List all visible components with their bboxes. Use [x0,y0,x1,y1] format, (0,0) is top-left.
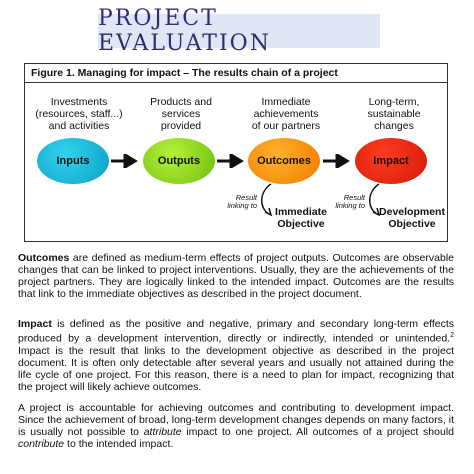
arrow-right-icon [217,154,244,168]
arrow-right-icon [323,154,350,168]
attribute-emphasis: attribute [143,426,182,438]
immediate-objective: Immediate Objective [275,206,327,230]
arrow-right-icon [111,154,138,168]
stage-label-outputs: Products and services provided [150,96,212,132]
contribute-emphasis: contribute [18,438,65,450]
outcomes-term: Outcomes [18,252,70,264]
outcomes-label: Outcomes [257,155,311,167]
title-banner: PROJECT EVALUATION [98,6,380,56]
results-chain-figure: Figure 1. Managing for impact – The resu… [24,63,448,242]
result-link-text-2: Result linking to [335,193,365,210]
account-text-b: impact to one project. All outcomes of a… [181,426,454,438]
outcomes-paragraph: Outcomes are defined as medium-term effe… [18,252,454,300]
development-objective: Development Objective [379,206,445,230]
outcomes-ellipse: Outcomes [248,138,320,184]
impact-term: Impact [18,318,52,330]
figure-title: Figure 1. Managing for impact – The resu… [31,67,338,79]
stage-label-outcomes: Immediate achievements of our partners [251,96,321,132]
impact-text-a: is defined as the positive and negative,… [18,318,454,345]
impact-ellipse: Impact [355,138,427,184]
account-text-a: A project is accountable for achieving o… [18,402,454,438]
outcomes-text: are defined as medium-term effects of pr… [18,252,454,300]
stage-label-impact: Long-term, sustainable changes [367,96,421,132]
inputs-label: Inputs [56,155,90,167]
outputs-ellipse: Outputs [143,138,215,184]
page-title: PROJECT EVALUATION [98,6,271,56]
result-link-text-1: Result linking to [227,193,257,210]
impact-label: Impact [373,155,409,167]
outputs-label: Outputs [157,155,201,167]
figure-title-divider [25,82,447,83]
impact-text-b: Impact is the result that links to the d… [18,344,454,393]
footnote-ref: 2 [450,332,454,339]
account-text-c: to the intended impact. [64,438,174,450]
impact-paragraph: Impact is defined as the positive and ne… [18,318,454,393]
inputs-ellipse: Inputs [37,138,109,184]
curved-arrow-icon [369,183,381,217]
stage-label-inputs: Investments (resources, staff...) and ac… [35,96,123,132]
accountability-paragraph: A project is accountable for achieving o… [18,402,454,450]
curved-arrow-icon [261,183,273,217]
